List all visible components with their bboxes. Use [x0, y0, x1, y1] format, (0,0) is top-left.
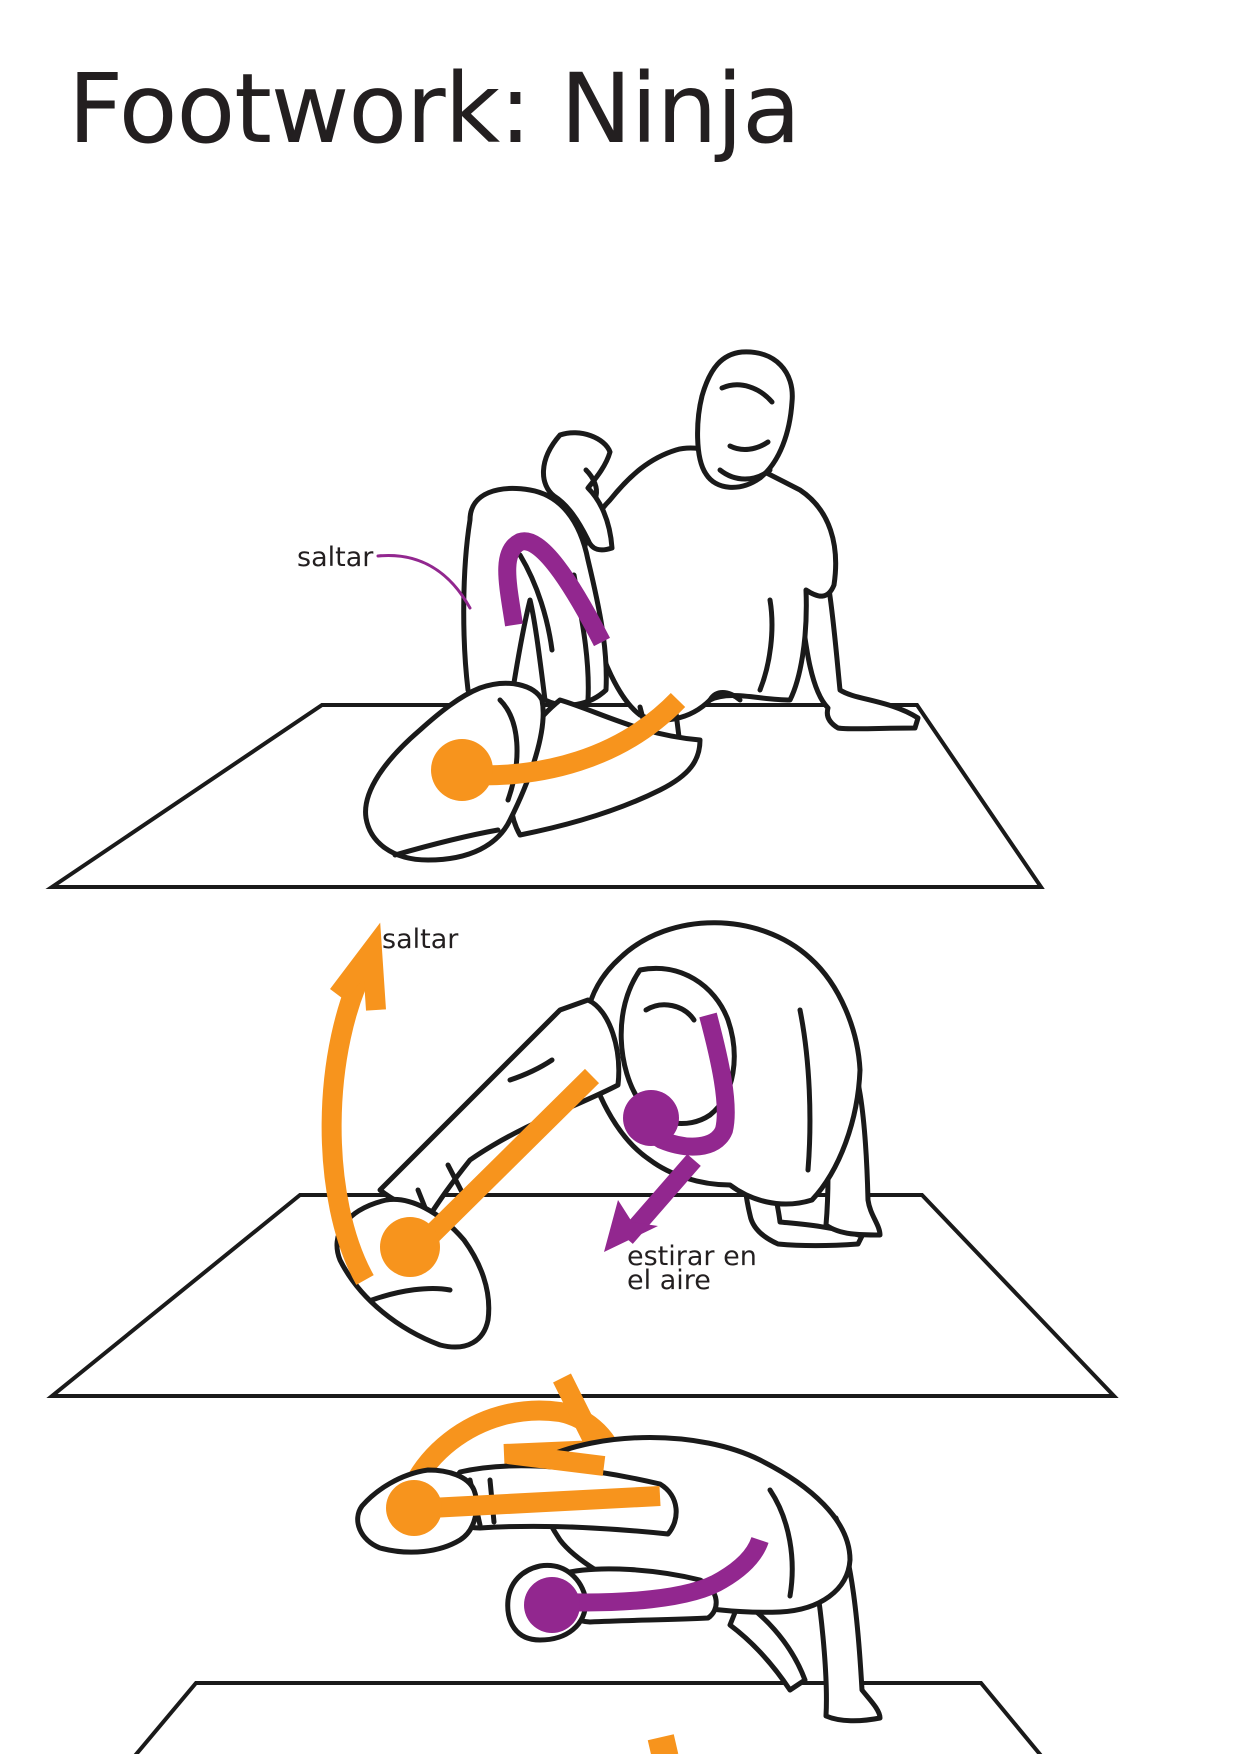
upper-leg-stroke-mark [508, 1454, 604, 1466]
foot-start-point-2-mark [380, 1217, 440, 1277]
tuck-point-mark [623, 1090, 679, 1146]
label-saltar-top: saltar [297, 542, 374, 573]
bottom-arrow-mark [650, 1744, 676, 1750]
label-saltar-middle: saltar [382, 924, 459, 955]
floor-mat-3 [128, 1683, 1048, 1754]
dancer-pose-3 [358, 1438, 880, 1721]
panel-3 [128, 1378, 1048, 1754]
foot-start-point-mark [431, 739, 493, 801]
tuck-point-3-mark [524, 1577, 580, 1633]
extended-leg-highlight-mark [430, 1496, 660, 1508]
floor-mat-2 [52, 1195, 1114, 1396]
panel-1: saltar [52, 352, 1041, 887]
label-stretch-line2: el aire [627, 1265, 711, 1296]
panel-2: saltar estirar en el aire [52, 923, 1114, 1396]
left-foot-point-mark [386, 1480, 442, 1536]
leader-line-saltar-top [378, 555, 470, 608]
